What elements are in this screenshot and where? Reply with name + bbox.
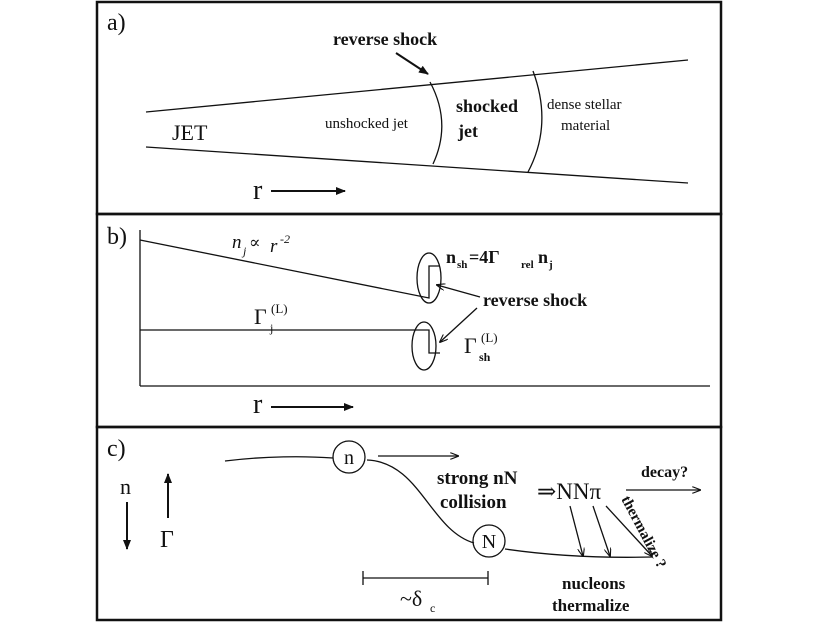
reverse-shock-arrow bbox=[395, 52, 429, 75]
trajectory-deceleration bbox=[366, 459, 475, 544]
gamma-j-base: Γ bbox=[254, 304, 267, 329]
nj-label: n j ∝ r -2 bbox=[232, 232, 290, 258]
nj-r: r bbox=[270, 236, 278, 257]
contact-discontinuity bbox=[527, 70, 543, 173]
nsh-n: n bbox=[446, 247, 456, 267]
nucleons-thermalize-line1: nucleons bbox=[562, 574, 626, 593]
gamma-j-sub: j bbox=[269, 321, 273, 335]
nj-sub: j bbox=[241, 244, 247, 258]
nucleons-thermalize-line2: thermalize bbox=[552, 596, 630, 615]
neutron-node bbox=[332, 440, 366, 474]
reverse-shock-label: reverse shock bbox=[333, 29, 437, 49]
gamma-sh-base: Γ bbox=[464, 333, 477, 358]
nucleon-arrow-2 bbox=[592, 505, 610, 556]
density-jump-circle bbox=[416, 252, 442, 304]
trajectory-incoming bbox=[224, 456, 334, 462]
r-axis-label-a: r bbox=[253, 175, 263, 206]
strong-collision-line1: strong nN bbox=[437, 468, 518, 489]
dense-stellar-label-line1: dense stellar bbox=[547, 97, 622, 113]
reverse-shock-front bbox=[429, 81, 443, 165]
reverse-shock-label-b: reverse shock bbox=[483, 290, 587, 310]
decay-label: decay? bbox=[641, 464, 688, 481]
jet-label: JET bbox=[172, 120, 208, 145]
gamma-sh-sub: sh bbox=[479, 350, 491, 364]
unshocked-jet-label: unshocked jet bbox=[325, 116, 409, 132]
shocked-label-line2: jet bbox=[457, 121, 478, 141]
trajectory-thermal bbox=[504, 548, 653, 558]
nnpi-label: ⇒NNπ bbox=[537, 479, 601, 504]
dense-stellar-label-line2: material bbox=[561, 118, 610, 134]
panel-c-label: c) bbox=[107, 436, 126, 462]
nsh-sub: sh bbox=[457, 259, 467, 271]
r-axis-label-b: r bbox=[253, 389, 263, 420]
nj-prop: ∝ bbox=[249, 233, 261, 252]
nj-base: n bbox=[232, 232, 242, 253]
lorentz-curve bbox=[140, 329, 440, 354]
gamma-sh-sup: (L) bbox=[481, 330, 498, 345]
gamma-j-sup: (L) bbox=[271, 301, 288, 316]
nucleon-node bbox=[472, 524, 506, 558]
gamma-j-label: Γ j (L) bbox=[254, 301, 288, 335]
thermalize-question-label: thermalize ? bbox=[617, 493, 668, 571]
nsh-eq: =4Γ bbox=[469, 247, 500, 267]
jet-lower-boundary bbox=[145, 146, 689, 184]
density-curve bbox=[139, 239, 440, 299]
nsh-rel: rel bbox=[521, 259, 534, 271]
strong-collision-line2: collision bbox=[440, 492, 507, 513]
panel-c-frame bbox=[95, 425, 723, 622]
nj-sup: -2 bbox=[280, 232, 290, 246]
n-axis-label: n bbox=[120, 474, 131, 499]
delta-label: ~δ c bbox=[400, 586, 435, 615]
shocked-label-line1: shocked bbox=[456, 96, 518, 116]
lorentz-jump-circle bbox=[411, 321, 437, 371]
neutron-label: n bbox=[344, 447, 354, 469]
reverse-shock-pointer-lower bbox=[440, 307, 478, 342]
delta-sub: c bbox=[430, 601, 435, 615]
jet-upper-boundary bbox=[145, 59, 689, 113]
gamma-sh-label: Γ sh (L) bbox=[464, 330, 498, 364]
nucleon-arrow-3 bbox=[605, 505, 652, 556]
panel-a-label: a) bbox=[107, 10, 126, 36]
panel-b: b) n j ∝ r -2 n sh =4Γ rel n j reverse s… bbox=[95, 212, 723, 429]
nucleon-label: N bbox=[482, 531, 496, 553]
nsh-n2: n bbox=[538, 247, 548, 267]
panel-a: a) reverse shock JET unshocked jet shock… bbox=[95, 0, 723, 216]
delta-base: ~δ bbox=[400, 586, 422, 611]
nsh-label: n sh =4Γ rel n j bbox=[446, 247, 553, 271]
panel-b-frame bbox=[95, 212, 723, 429]
nucleon-arrow-1 bbox=[569, 505, 583, 556]
reverse-shock-pointer-upper bbox=[437, 285, 481, 298]
panel-c: c) n Γ n N strong nN collision ⇒NNπ deca… bbox=[95, 425, 723, 622]
gamma-axis-label: Γ bbox=[160, 527, 174, 553]
panel-b-label: b) bbox=[107, 224, 127, 250]
nsh-j: j bbox=[548, 259, 553, 271]
